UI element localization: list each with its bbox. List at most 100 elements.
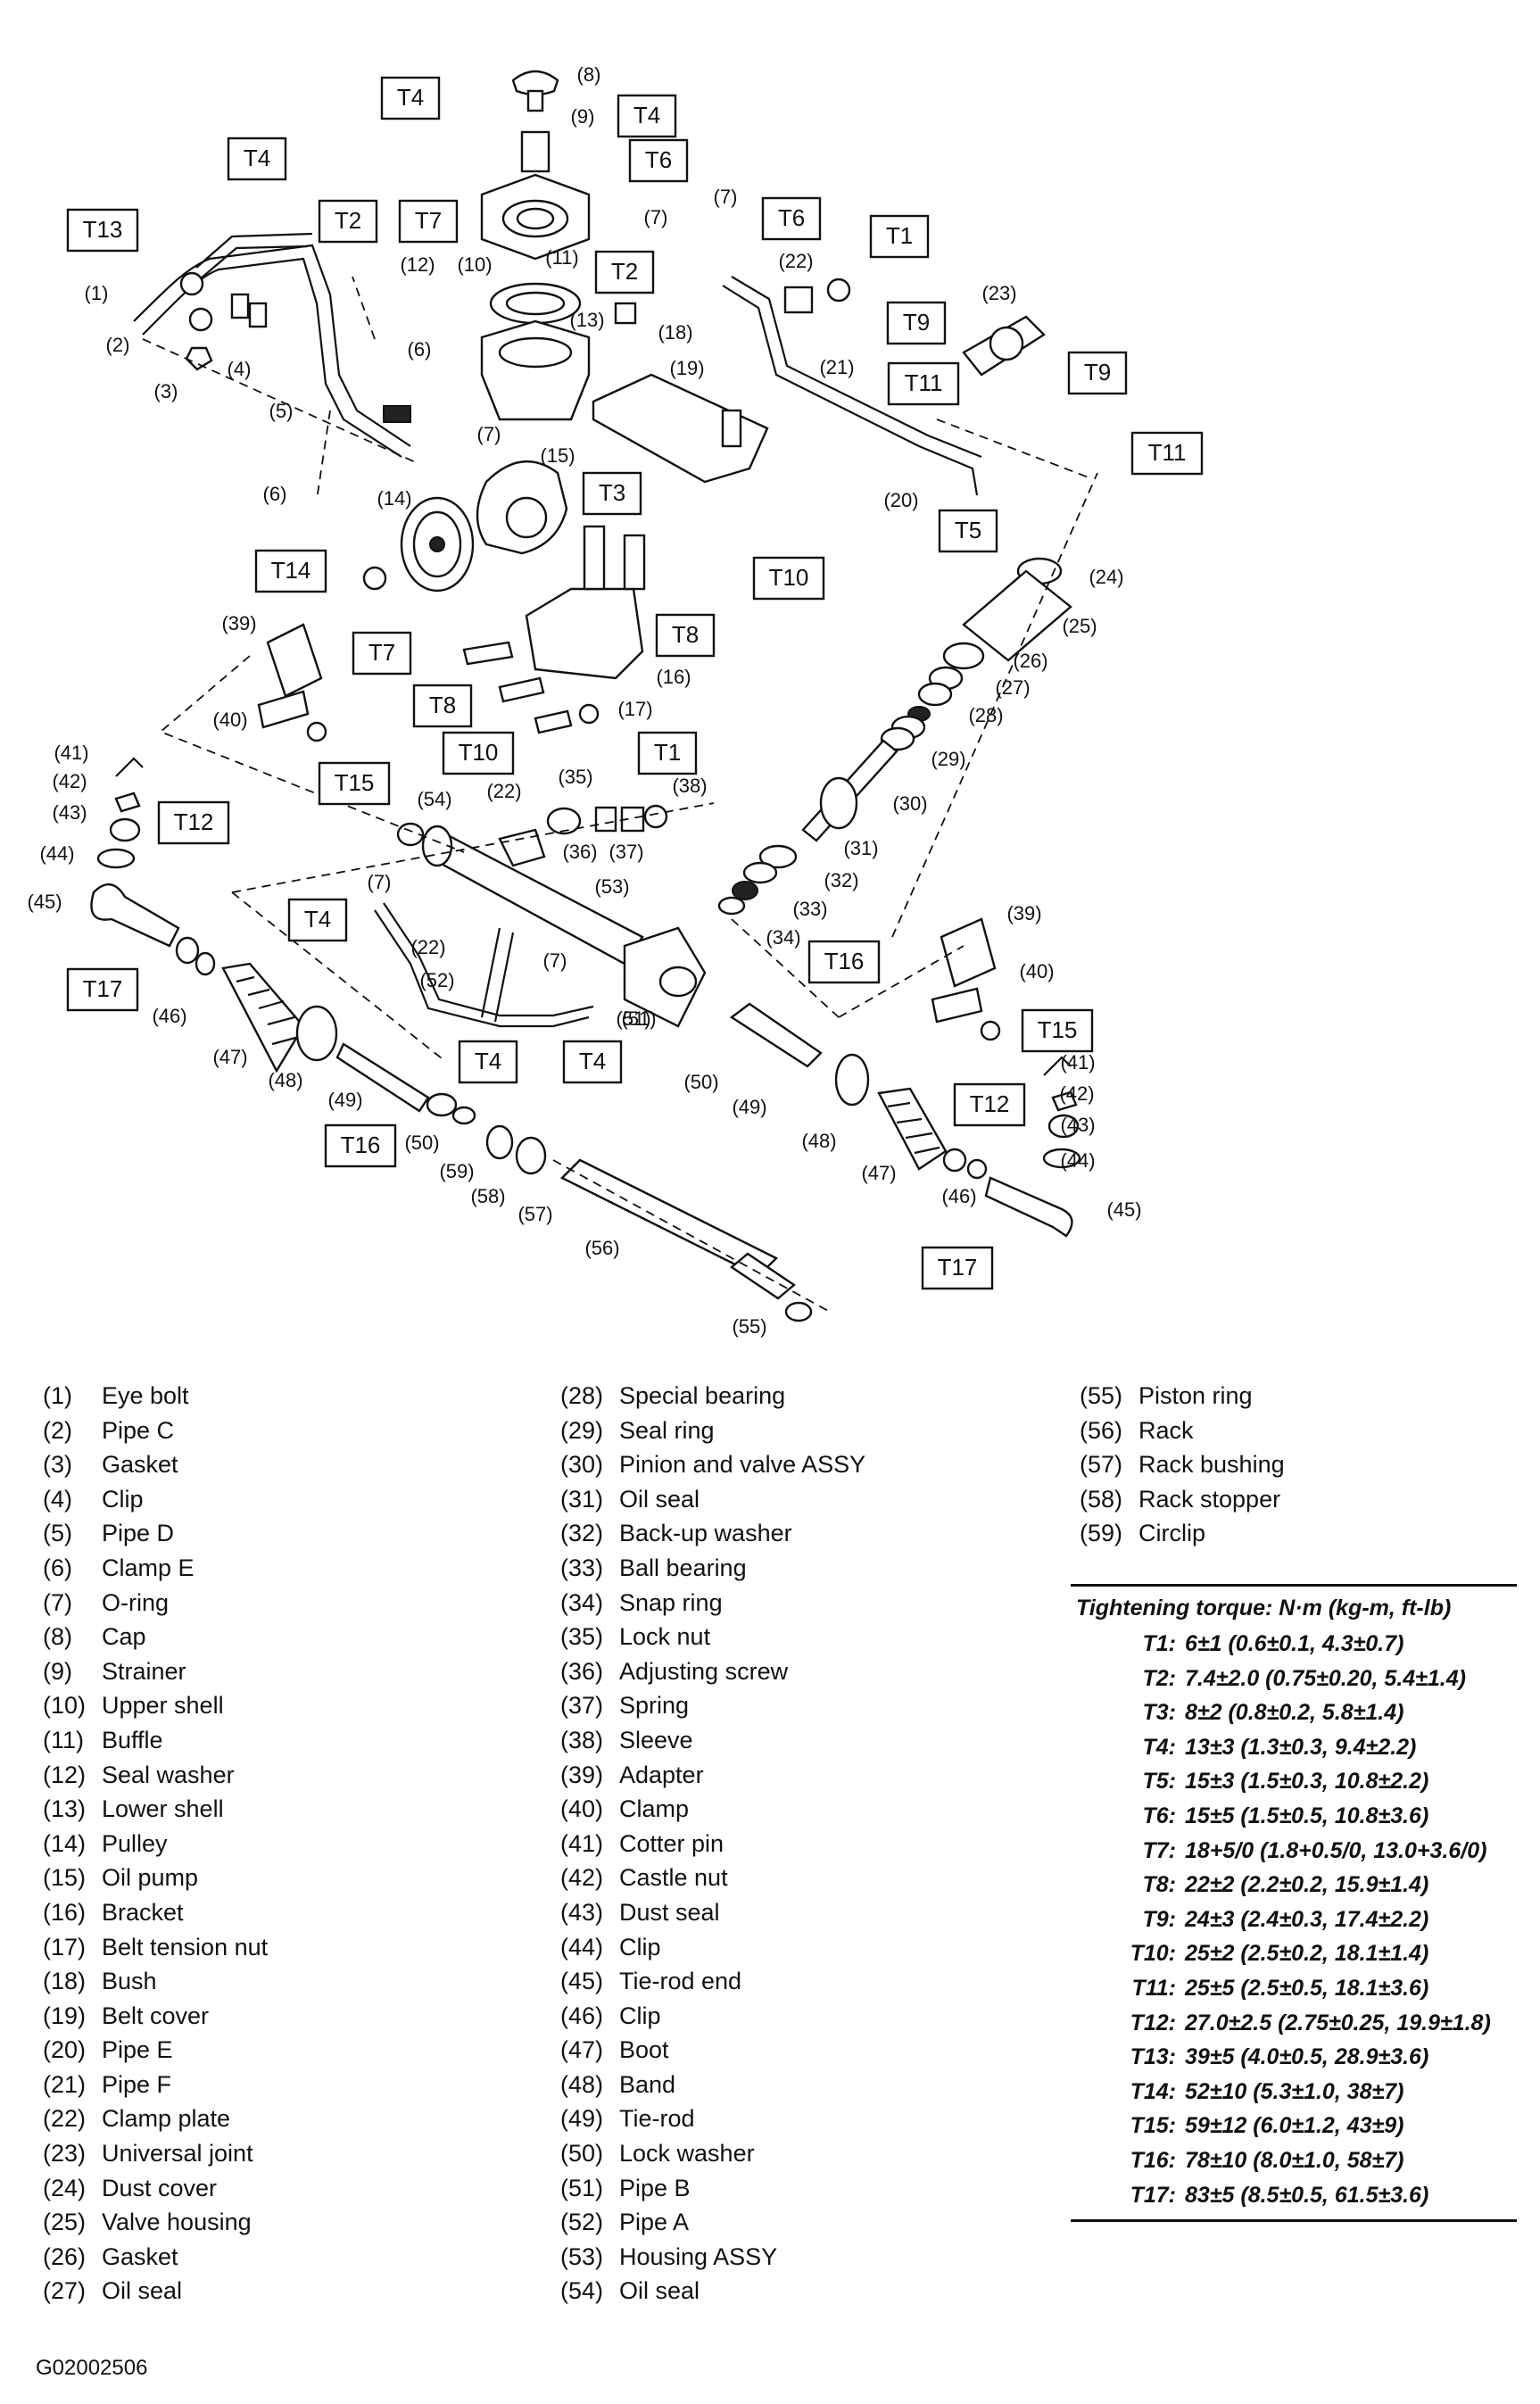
legend-item: (46)Clip: [560, 1999, 865, 2034]
legend-item-number: (51): [560, 2174, 604, 2201]
torque-value: 52±10 (5.3±1.0, 38±7): [1185, 2078, 1404, 2104]
legend-item-number: (52): [560, 2209, 604, 2236]
torque-tag-box: T12: [157, 800, 230, 845]
legend-item: (49)Tie-rod: [560, 2101, 865, 2136]
legend-item-number: (15): [43, 1864, 87, 1892]
part-number-label: (11): [545, 246, 579, 269]
legend-item-number: (29): [560, 1416, 604, 1444]
torque-tag-label: T9: [1084, 359, 1111, 385]
legend-item-name: Buffle: [102, 1726, 163, 1753]
legend-item: (16)Bracket: [43, 1895, 268, 1930]
legend-item-name: Clip: [619, 2002, 661, 2029]
torque-tag-label: T16: [341, 1132, 381, 1158]
legend-item: (51)Pipe B: [560, 2171, 865, 2206]
figure-code: G02002506: [36, 2356, 148, 2380]
torque-tag-label: T10: [769, 564, 809, 591]
torque-tag-label: T12: [174, 808, 214, 835]
legend-item: (42)Castle nut: [560, 1861, 865, 1895]
torque-tag-box: T12: [953, 1082, 1026, 1127]
legend-item-name: Valve housing: [102, 2209, 252, 2236]
part-number-label: (50): [404, 1132, 439, 1154]
legend-item-name: Clamp: [619, 1795, 690, 1823]
legend-item-number: (14): [43, 1829, 87, 1857]
torque-row: T1:6±1 (0.6±0.1, 4.3±0.7): [1071, 1627, 1517, 1662]
legend-item-name: Spring: [619, 1692, 690, 1720]
legend-item-number: (36): [560, 1657, 604, 1685]
legend-item-number: (43): [560, 1898, 604, 1926]
legend-item: (44)Clip: [560, 1930, 865, 1965]
torque-tag-label: T5: [955, 517, 981, 543]
torque-tag: T10:: [1130, 1941, 1176, 1967]
legend-item-name: Adjusting screw: [619, 1657, 789, 1685]
legend-item-number: (26): [43, 2242, 87, 2270]
torque-tag-box: T1: [637, 731, 698, 775]
legend-item-number: (33): [560, 1554, 604, 1581]
legend-item: (8)Cap: [43, 1620, 268, 1654]
legend-item: (28)Special bearing: [560, 1379, 865, 1413]
legend-item-name: Clip: [619, 1933, 661, 1961]
part-number-label: (26): [1013, 650, 1047, 672]
part-number-label: (19): [669, 357, 704, 379]
legend-item: (20)Pipe E: [43, 2033, 268, 2068]
part-number-label: (39): [221, 612, 256, 634]
part-number-label: (56): [584, 1237, 619, 1259]
torque-tag-box: T10: [752, 556, 825, 601]
legend-item: (59)Circlip: [1080, 1516, 1285, 1551]
torque-tag-label: T4: [397, 84, 424, 111]
legend-item-number: (27): [43, 2277, 87, 2305]
legend-item: (43)Dust seal: [560, 1895, 865, 1930]
legend-item-name: Pipe E: [102, 2036, 173, 2064]
part-number-label: (9): [571, 105, 595, 128]
legend-item-name: Tie-rod end: [619, 1968, 742, 1995]
legend-item-number: (7): [43, 1588, 72, 1616]
part-number-label: (28): [968, 704, 1003, 726]
torque-row: T2:7.4±2.0 (0.75±0.20, 5.4±1.4): [1071, 1662, 1517, 1696]
torque-tag-label: T17: [83, 975, 123, 1002]
part-number-label: (46): [941, 1185, 976, 1207]
torque-tag-box: T11: [887, 361, 960, 406]
legend-item: (41)Cotter pin: [560, 1827, 865, 1861]
torque-value: 7.4±2.0 (0.75±0.20, 5.4±1.4): [1185, 1665, 1466, 1691]
part-number-label: (7): [714, 186, 738, 208]
legend-item-number: (10): [43, 1692, 87, 1720]
torque-tag-box: T15: [318, 761, 391, 806]
torque-tag-label: T7: [368, 639, 395, 666]
part-number-label: (15): [540, 444, 575, 467]
torque-tag-label: T9: [903, 309, 930, 336]
torque-tag-label: T1: [886, 222, 913, 249]
legend-item-number: (8): [43, 1623, 72, 1651]
legend-item-number: (16): [43, 1898, 87, 1926]
part-number-label: (40): [1019, 960, 1054, 982]
tightening-torque-table: Tightening torque: N·m (kg-m, ft-lb) T1:…: [1071, 1584, 1517, 2223]
torque-tag: T17:: [1130, 2182, 1176, 2208]
torque-row: T14:52±10 (5.3±1.0, 38±7): [1071, 2075, 1517, 2110]
legend-column-1: (1)Eye bolt(2)Pipe C(3)Gasket(4)Clip(5)P…: [43, 1379, 268, 2309]
legend-item-number: (34): [560, 1588, 604, 1616]
part-number-label: (27): [995, 676, 1030, 699]
torque-value: 59±12 (6.0±1.2, 43±9): [1185, 2113, 1404, 2139]
legend-item-number: (9): [43, 1657, 72, 1685]
legend-item-name: Gasket: [102, 1451, 178, 1479]
legend-item: (9)Strainer: [43, 1654, 268, 1689]
torque-tag-label: T14: [271, 557, 311, 584]
torque-value: 6±1 (0.6±0.1, 4.3±0.7): [1185, 1631, 1404, 1656]
torque-tag-label: T4: [304, 906, 331, 933]
part-number-label: (50): [683, 1071, 718, 1093]
part-number-label: (40): [212, 709, 247, 731]
legend-item-name: Belt cover: [102, 2002, 210, 2029]
torque-tag-box: T9: [886, 301, 947, 345]
part-number-label: (12): [400, 253, 435, 276]
part-number-label: (30): [892, 792, 927, 815]
legend-item-name: Rack bushing: [1138, 1451, 1285, 1479]
torque-tag: T9:: [1142, 1906, 1177, 1932]
legend-item-name: Clamp plate: [102, 2105, 231, 2133]
torque-row: T7:18+5/0 (1.8+0.5/0, 13.0+3.6/0): [1071, 1834, 1517, 1869]
torque-tag-box: T6: [628, 138, 689, 183]
torque-tag-box: T2: [318, 199, 378, 244]
legend-item-number: (3): [43, 1451, 72, 1479]
legend-item-number: (24): [43, 2174, 87, 2201]
torque-tag-label: T2: [335, 207, 361, 234]
part-number-label: (16): [656, 666, 691, 688]
part-number-label: (47): [212, 1046, 247, 1068]
